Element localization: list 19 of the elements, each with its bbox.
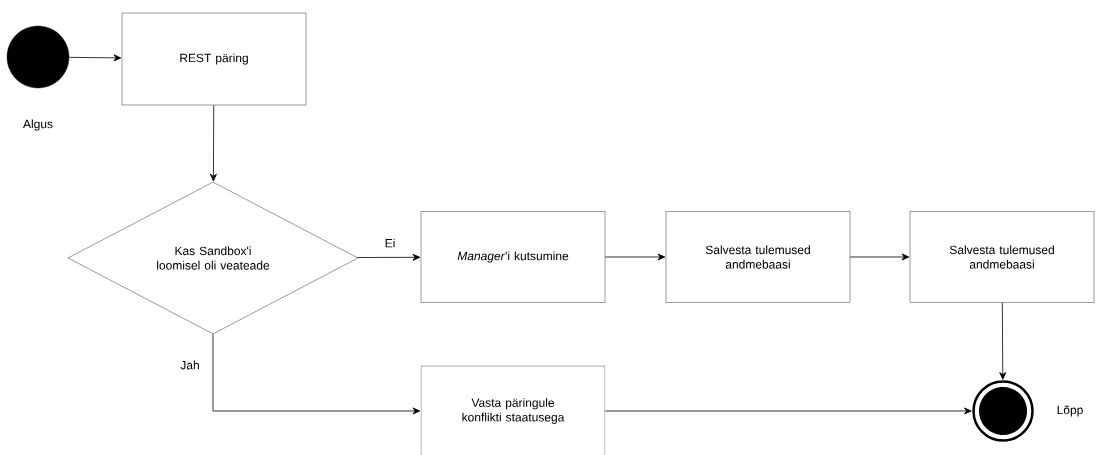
arrow xyxy=(604,407,972,415)
node-caption: Algus xyxy=(23,119,53,131)
arrow xyxy=(356,253,421,261)
arrow xyxy=(849,253,910,261)
node-caption: Lõpp xyxy=(1057,405,1083,417)
edge-label: Jah xyxy=(179,359,201,371)
process-box: Manager'i kutsumine xyxy=(420,211,606,303)
arrow xyxy=(209,104,217,182)
start-circle xyxy=(6,25,70,89)
process-box: Vasta päringule konflikti staatusega xyxy=(420,365,606,455)
arrow xyxy=(68,54,122,62)
end-circle xyxy=(972,380,1034,442)
edge-label: Ei xyxy=(383,237,397,249)
arrow xyxy=(604,253,666,261)
process-box: REST päring xyxy=(121,12,307,106)
process-box: Salvesta tulemused andmebaasi xyxy=(665,211,851,303)
arrow xyxy=(212,333,421,415)
process-box: Salvesta tulemused andmebaasi xyxy=(909,211,1095,303)
arrow xyxy=(999,302,1007,380)
